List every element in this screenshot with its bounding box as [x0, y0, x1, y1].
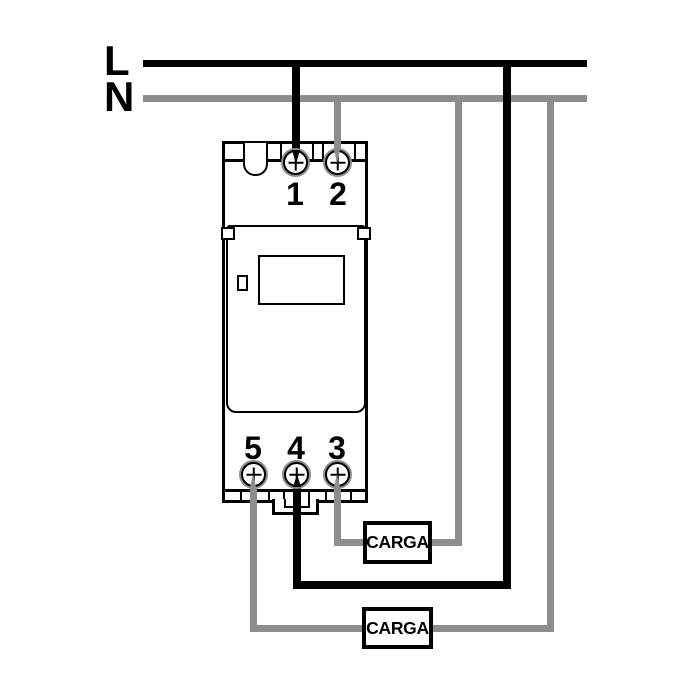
neutral-bus-line — [143, 95, 587, 102]
load-box-1: CARGA — [363, 521, 432, 564]
terminal1-slot-right — [312, 143, 314, 159]
live-bus-line — [143, 60, 587, 67]
wire-tip-terminal2 — [334, 150, 340, 163]
wire-terminal5-to-load2 — [250, 625, 366, 632]
screw-ring-icon — [323, 148, 352, 177]
terminal5-slot-left — [240, 491, 242, 501]
wire-tip-terminal5 — [250, 474, 256, 487]
screw-ring-icon — [323, 460, 352, 489]
load-1-label: CARGA — [366, 532, 429, 552]
terminal4-slot-left — [283, 491, 285, 501]
wire-load1-to-neutral-horizontal — [427, 539, 462, 546]
live-line-label: L — [104, 37, 130, 84]
terminal-4-label: 4 — [287, 430, 305, 466]
screw-ring-icon — [282, 460, 311, 489]
terminal-3-label: 3 — [328, 430, 346, 466]
wire-tip-terminal1 — [292, 150, 300, 164]
screw-ring-icon — [281, 148, 310, 177]
terminal4-slot-right — [308, 491, 310, 501]
wire-live-to-terminal1 — [292, 60, 300, 151]
terminal2-slot-left — [322, 143, 324, 159]
load-box-2: CARGA — [362, 607, 433, 649]
wire-load1-to-neutral-vertical — [455, 95, 462, 546]
terminal3-slot-left — [325, 491, 327, 501]
wire-terminal4-down — [293, 487, 301, 589]
unused-terminal-notch — [243, 143, 268, 176]
wire-load2-to-neutral-vertical — [547, 95, 554, 632]
wire-live-to-terminal4-horizontal — [293, 581, 511, 589]
terminal-2-label: 2 — [329, 176, 347, 212]
wire-live-to-terminal4-vertical-right — [503, 60, 511, 589]
terminal-5-label: 5 — [244, 430, 262, 466]
wire-tip-terminal3 — [334, 474, 340, 487]
wire-terminal5-down — [250, 487, 257, 632]
screw-ring-icon — [239, 460, 268, 489]
load-2-label: CARGA — [366, 617, 429, 638]
wire-neutral-to-terminal2 — [334, 95, 341, 152]
wire-terminal3-to-load1 — [334, 539, 367, 546]
terminal1-slot-left — [280, 143, 282, 159]
neutral-line-label: N — [104, 73, 135, 120]
front-panel — [226, 225, 366, 413]
terminal3-slot-right — [350, 491, 352, 501]
panel-button — [237, 275, 248, 291]
wire-terminal3-down — [334, 487, 341, 546]
panel-notch-left — [221, 227, 235, 240]
wire-load2-to-neutral-horizontal — [430, 625, 554, 632]
terminal-1-label: 1 — [286, 176, 304, 212]
panel-notch-right — [357, 227, 371, 240]
wire-tip-terminal4 — [293, 474, 301, 487]
terminal2-slot-right — [354, 143, 356, 159]
terminal5-slot-right — [268, 491, 270, 501]
lcd-display — [258, 255, 345, 305]
